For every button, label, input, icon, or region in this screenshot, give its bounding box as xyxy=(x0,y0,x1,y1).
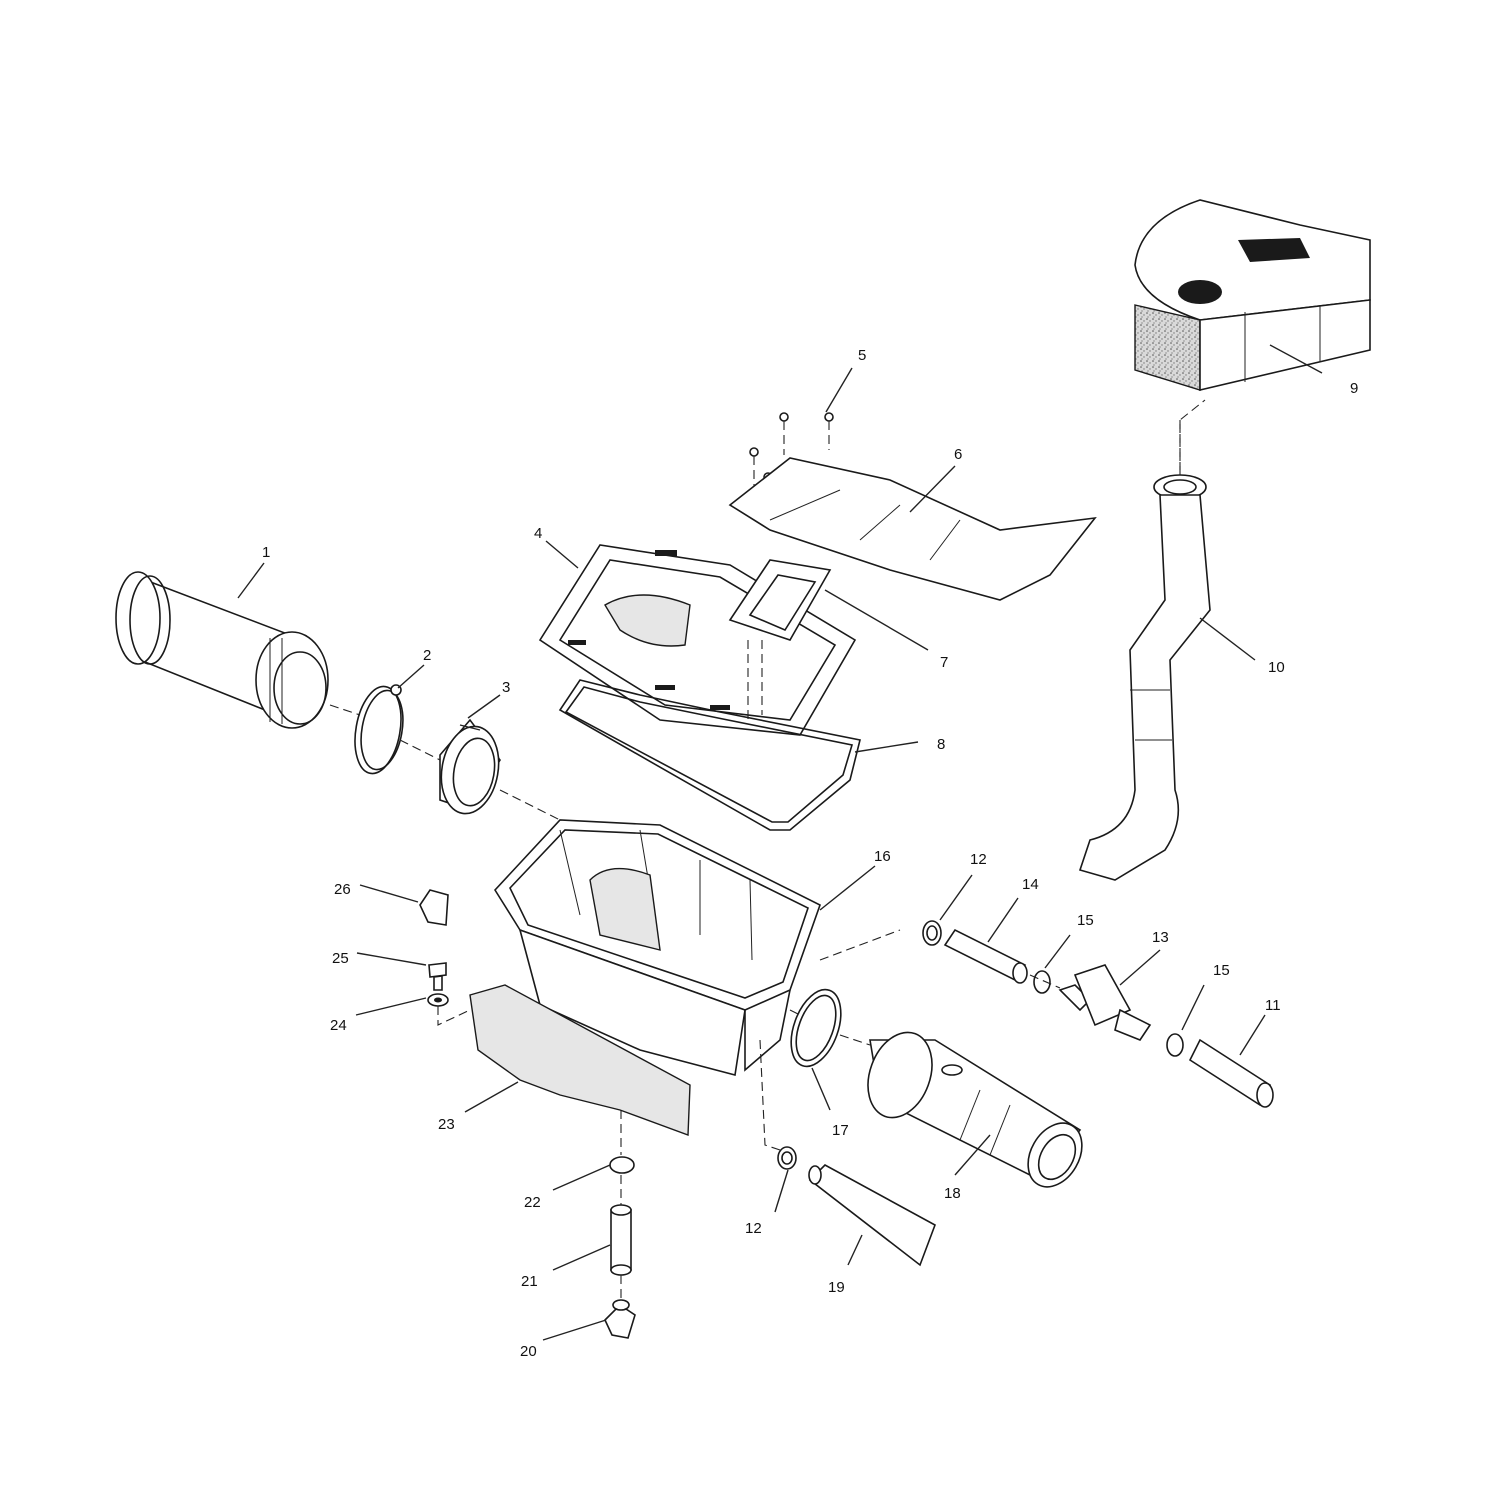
callout-6: 6 xyxy=(954,446,962,463)
leader-lines xyxy=(237,344,1323,1341)
connector-line-hose-valve xyxy=(1029,974,1061,989)
callout-25: 25 xyxy=(332,950,349,967)
callout-4: 4 xyxy=(534,525,542,542)
part-13-valve xyxy=(1058,964,1152,1041)
part-11-hose xyxy=(1188,1038,1274,1108)
part-16-airbox xyxy=(493,789,821,1076)
callout-23: 23 xyxy=(438,1116,455,1133)
part-1-air-filter xyxy=(115,571,329,729)
part-2-clamp xyxy=(354,684,404,775)
part-17-o-ring xyxy=(790,988,842,1068)
callout-20: 20 xyxy=(520,1343,537,1360)
part-26-bracket xyxy=(419,889,449,926)
callout-11: 11 xyxy=(1265,997,1281,1014)
part-6-duct-cover xyxy=(728,457,1097,601)
part-12-clamp-upper xyxy=(922,920,942,946)
connector-line-filter-clamp xyxy=(329,704,361,716)
connector-line-box-lower-hose xyxy=(759,1039,781,1151)
part-10-intake-tube xyxy=(1078,399,1211,881)
part-23-plate xyxy=(469,984,691,1136)
callout-15-lower: 15 xyxy=(1213,962,1230,979)
part-19-hose xyxy=(808,1164,936,1267)
callout-3: 3 xyxy=(502,679,510,696)
part-3-adapter xyxy=(439,718,501,815)
callout-5: 5 xyxy=(858,347,866,364)
callout-12-upper: 12 xyxy=(970,851,987,868)
callout-19: 19 xyxy=(828,1279,845,1296)
part-15-clamp-upper xyxy=(1033,970,1051,994)
part-8-gasket xyxy=(558,679,861,831)
callout-15-upper: 15 xyxy=(1077,912,1094,929)
callout-9: 9 xyxy=(1350,380,1358,397)
callout-21: 21 xyxy=(521,1273,538,1290)
connector-line-clamp-adapter xyxy=(399,739,441,761)
callout-16: 16 xyxy=(874,848,891,865)
callout-26: 26 xyxy=(334,881,351,898)
callout-1: 1 xyxy=(262,544,270,561)
part-21-drain-tube xyxy=(610,1204,632,1300)
part-12-clamp-lower xyxy=(777,1146,797,1170)
connector-line-box-oring xyxy=(789,1009,801,1016)
callout-12-lower: 12 xyxy=(745,1220,762,1237)
part-9-foam-filter xyxy=(1134,199,1371,392)
part-7-seal xyxy=(728,559,832,720)
part-4-airbox-cover xyxy=(538,544,857,736)
callout-8: 8 xyxy=(937,736,945,753)
part-20-drain-fitting xyxy=(604,1299,636,1339)
connector-line-box-hose xyxy=(819,929,901,961)
callout-18: 18 xyxy=(944,1185,961,1202)
part-18-outlet-adapter xyxy=(867,1031,1083,1188)
callout-14: 14 xyxy=(1022,876,1039,893)
part-15-clamp-lower xyxy=(1166,1033,1184,1057)
connector-line-oring-adapter xyxy=(839,1034,871,1046)
callout-10: 10 xyxy=(1268,659,1285,676)
part-24-washer xyxy=(427,993,471,1026)
callout-24: 24 xyxy=(330,1017,347,1034)
callout-22: 22 xyxy=(524,1194,541,1211)
part-25-bolt xyxy=(428,962,447,991)
part-14-hose xyxy=(943,928,1028,984)
callout-17: 17 xyxy=(832,1122,849,1139)
callout-13: 13 xyxy=(1152,929,1169,946)
callout-2: 2 xyxy=(423,647,431,664)
callout-7: 7 xyxy=(940,654,948,671)
part-22-clamp xyxy=(609,1110,635,1205)
